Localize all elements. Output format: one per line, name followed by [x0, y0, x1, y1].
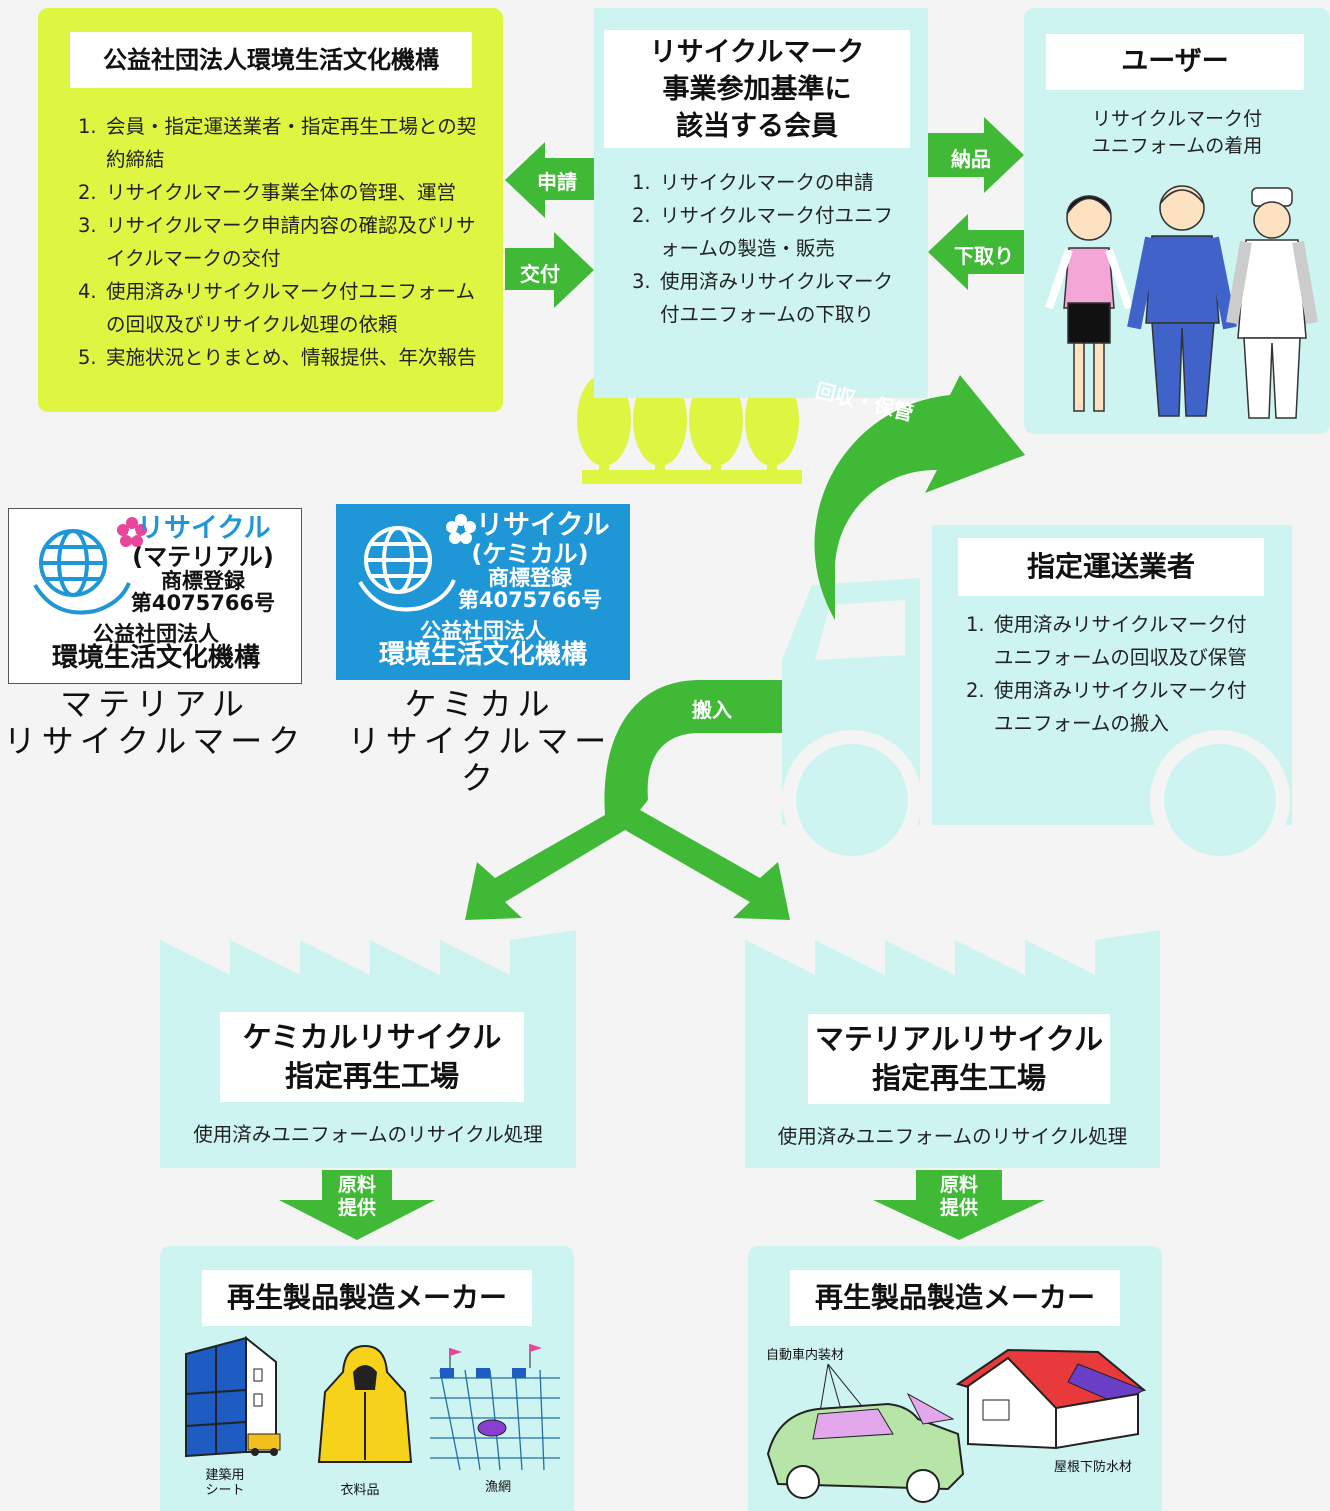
transport-title: 指定運送業者	[958, 538, 1264, 596]
supply-label-left: 原料 提供	[337, 1174, 376, 1219]
member-title: リサイクルマーク 事業参加基準に 該当する会員	[604, 30, 910, 148]
car-interior-label: 自動車内装材	[766, 1348, 845, 1363]
maker-left-box: 再生製品製造メーカー 建築用 シート 衣料品 漁網	[160, 1246, 574, 1511]
list-item: 5.実施状況とりまとめ、情報提供、年次報告	[78, 346, 477, 369]
list-item: 2.リサイクルマーク事業全体の管理、運営	[78, 181, 457, 204]
arrow-label-tradein: 下取り	[954, 244, 1014, 268]
arrow-tradein	[928, 214, 1024, 290]
arrow-carry-in	[465, 680, 790, 920]
list-item: 3.リサイクルマーク申請内容の確認及びリサイクルマークの交付	[78, 214, 476, 270]
material-logo-caption: マテリアル リサイクルマーク	[3, 685, 307, 760]
factory-material-desc: 使用済みユニフォームのリサイクル処理	[777, 1125, 1128, 1148]
list-item: 3.使用済みリサイクルマーク付ユニフォームの下取り	[632, 270, 894, 326]
factory-chemical-title: ケミカルリサイクル 指定再生工場	[220, 1012, 524, 1102]
material-logo-text-body: (マテリアル) 商標登録 第4075766号	[130, 543, 276, 616]
arrow-deliver	[928, 117, 1024, 193]
factory-material-title: マテリアルリサイクル 指定再生工場	[808, 1014, 1110, 1104]
user-box: ユーザー リサイクルマーク付 ユニフォームの着用	[1024, 8, 1330, 434]
member-list: 1.リサイクルマークの申請 2.リサイクルマーク付ユニフォームの製造・販売 3.…	[632, 166, 902, 331]
roof-underlay-label: 屋根下防水材	[1053, 1460, 1132, 1475]
flower-icon	[446, 514, 476, 544]
chemical-logo-text: リサイクル	[476, 510, 610, 541]
chemical-logo-owner: 公益社団法人 環境生活文化機構	[378, 619, 587, 671]
arrow-apply	[505, 142, 594, 218]
supply-label-right: 原料 提供	[939, 1174, 978, 1219]
arrow-label-issue: 交付	[520, 262, 560, 286]
car-illustration	[766, 1364, 965, 1503]
clothing-label: 衣料品	[340, 1483, 380, 1498]
transport-list: 1.使用済みリサイクルマーク付ユニフォームの回収及び保管 2.使用済みリサイクル…	[966, 608, 1266, 740]
arrow-supply-left	[279, 1170, 435, 1240]
list-item: 2.使用済みリサイクルマーク付ユニフォームの搬入	[966, 679, 1247, 735]
arrow-issue	[505, 232, 594, 308]
arrow-collect	[814, 375, 1025, 620]
user-title: ユーザー	[1046, 34, 1304, 90]
globe-hand-icon	[358, 526, 456, 612]
material-logo-text: リサイクル	[137, 513, 271, 544]
arrow-label-carry-in: 搬入	[692, 698, 732, 722]
maker-right-box: 再生製品製造メーカー 自動車内装材 屋根下防水材	[748, 1246, 1162, 1511]
arrow-label-deliver: 納品	[951, 147, 991, 171]
list-item: 4.使用済みリサイクルマーク付ユニフォームの回収及びリサイクル処理の依頼	[78, 280, 475, 336]
org-list: 1.会員・指定運送業者・指定再生工場との契約締結 2.リサイクルマーク事業全体の…	[78, 110, 478, 374]
maker-left-title: 再生製品製造メーカー	[202, 1270, 532, 1326]
uniform-people-illustration	[1045, 185, 1318, 419]
list-item: 1.会員・指定運送業者・指定再生工場との契約締結	[78, 115, 477, 171]
maker-right-title: 再生製品製造メーカー	[790, 1270, 1120, 1326]
member-box: リサイクルマーク 事業参加基準に 該当する会員 1.リサイクルマークの申請 2.…	[594, 8, 928, 398]
org-title: 公益社団法人環境生活文化機構	[70, 32, 472, 88]
raincoat-illustration	[317, 1344, 413, 1463]
list-item: 1.リサイクルマークの申請	[632, 171, 874, 194]
house-illustration	[955, 1348, 1147, 1450]
chemical-logo-caption: ケミカル リサイクルマーク	[347, 685, 613, 797]
org-box: 公益社団法人環境生活文化機構 1.会員・指定運送業者・指定再生工場との契約締結 …	[38, 8, 503, 412]
user-description: リサイクルマーク付 ユニフォームの着用	[1091, 108, 1263, 157]
chemical-recycle-logo: リサイクル (ケミカル) 商標登録 第4075766号 公益社団法人 環境生活文…	[336, 504, 630, 680]
building-sheet-illustration	[185, 1335, 281, 1458]
list-item: 1.使用済みリサイクルマーク付ユニフォームの回収及び保管	[966, 613, 1247, 669]
list-item: 2.リサイクルマーク付ユニフォームの製造・販売	[632, 204, 894, 260]
fishing-net-label: 漁網	[484, 1480, 511, 1495]
arrow-supply-right	[873, 1170, 1045, 1240]
building-sheet-label: 建築用 シート	[205, 1468, 245, 1498]
globe-hand-icon	[33, 529, 131, 615]
material-recycle-logo: リサイクル (マテリアル) 商標登録 第4075766号 公益社団法人 環境生活…	[8, 508, 302, 684]
material-logo-owner: 公益社団法人 環境生活文化機構	[51, 622, 260, 674]
factory-chemical-desc: 使用済みユニフォームのリサイクル処理	[193, 1123, 543, 1146]
flower-icon	[117, 517, 147, 547]
fishing-net-illustration	[430, 1344, 560, 1471]
chemical-logo-text-body: (ケミカル) 商標登録 第4075766号	[457, 540, 603, 613]
arrow-label-apply: 申請	[537, 170, 577, 194]
